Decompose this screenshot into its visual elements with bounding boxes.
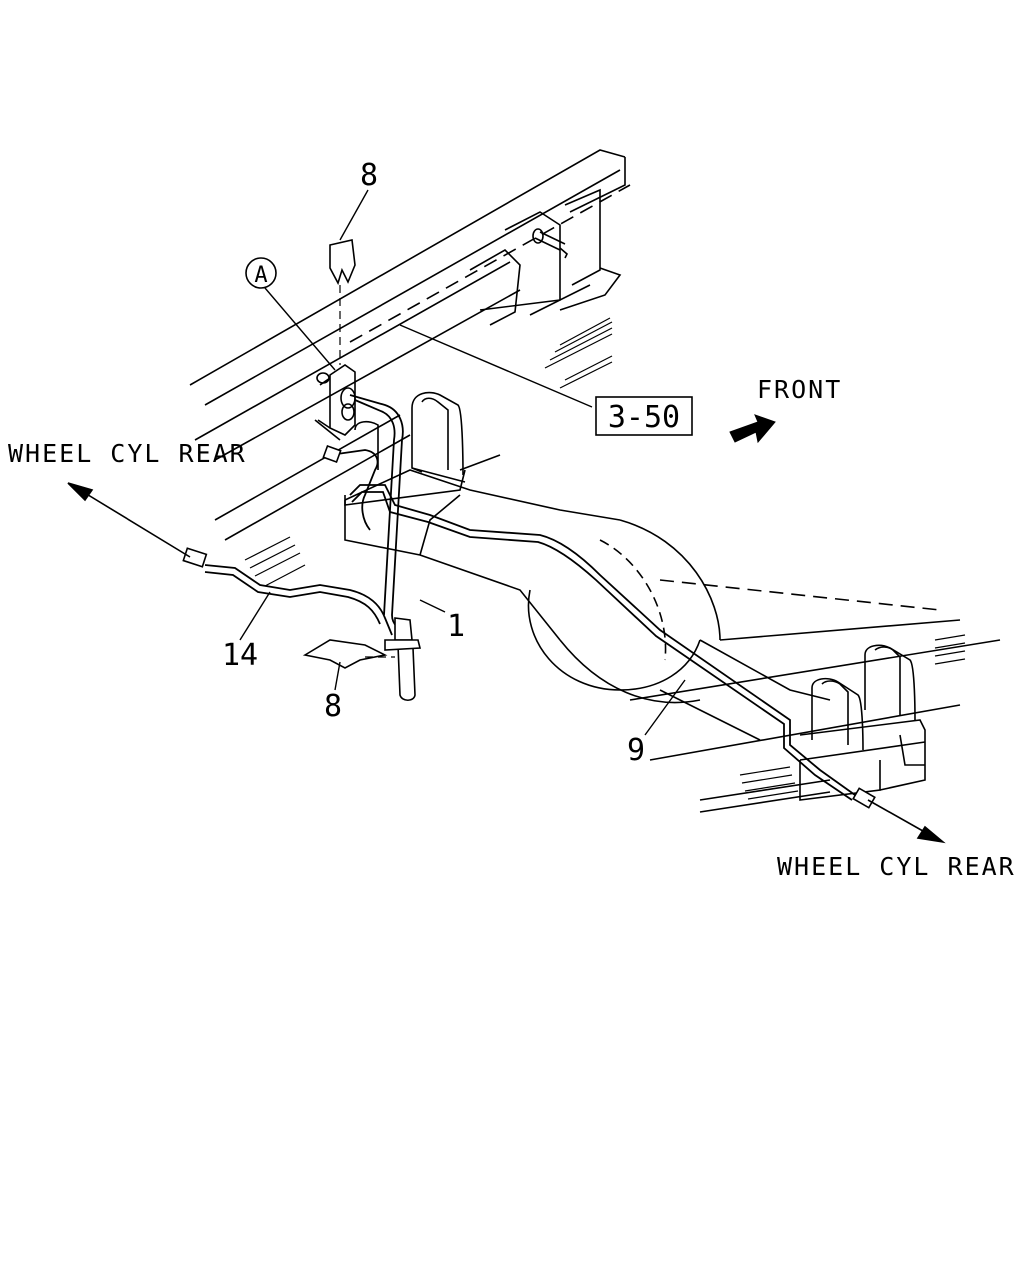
hose-bracket [314,364,356,441]
pipe-fittings [182,444,876,809]
housing-shading [739,634,966,800]
front-arrow-icon [729,414,776,444]
callout-8-bottom: 8 [324,689,342,724]
wheel-cyl-rear-left-label: WHEEL CYL REAR [8,439,247,468]
alignment-lines [339,285,395,658]
callout-8-top: 8 [360,158,378,193]
detail-marker-label: A [254,263,267,288]
frame-stud [532,228,568,259]
wheel-cyl-arrows [67,482,946,844]
reference-box: 3-50 [595,396,693,436]
frame-rail [189,149,631,541]
detail-marker: A [245,257,277,289]
callout-9: 9 [627,733,645,768]
wheel-cyl-rear-right-label: WHEEL CYL REAR [777,852,1016,881]
leader-lines [239,189,686,736]
clip-top [329,239,356,286]
clip-bottom [302,639,388,669]
callout-1: 1 [447,609,465,644]
frame-shading [244,317,613,587]
axle-housing [344,454,1001,813]
left-spring-mount [344,391,466,506]
callout-14: 14 [222,638,258,673]
right-spring-mount [799,644,926,801]
reference-box-label: 3-50 [608,400,680,435]
brake-pipes [204,394,856,801]
front-label: FRONT [757,375,842,404]
